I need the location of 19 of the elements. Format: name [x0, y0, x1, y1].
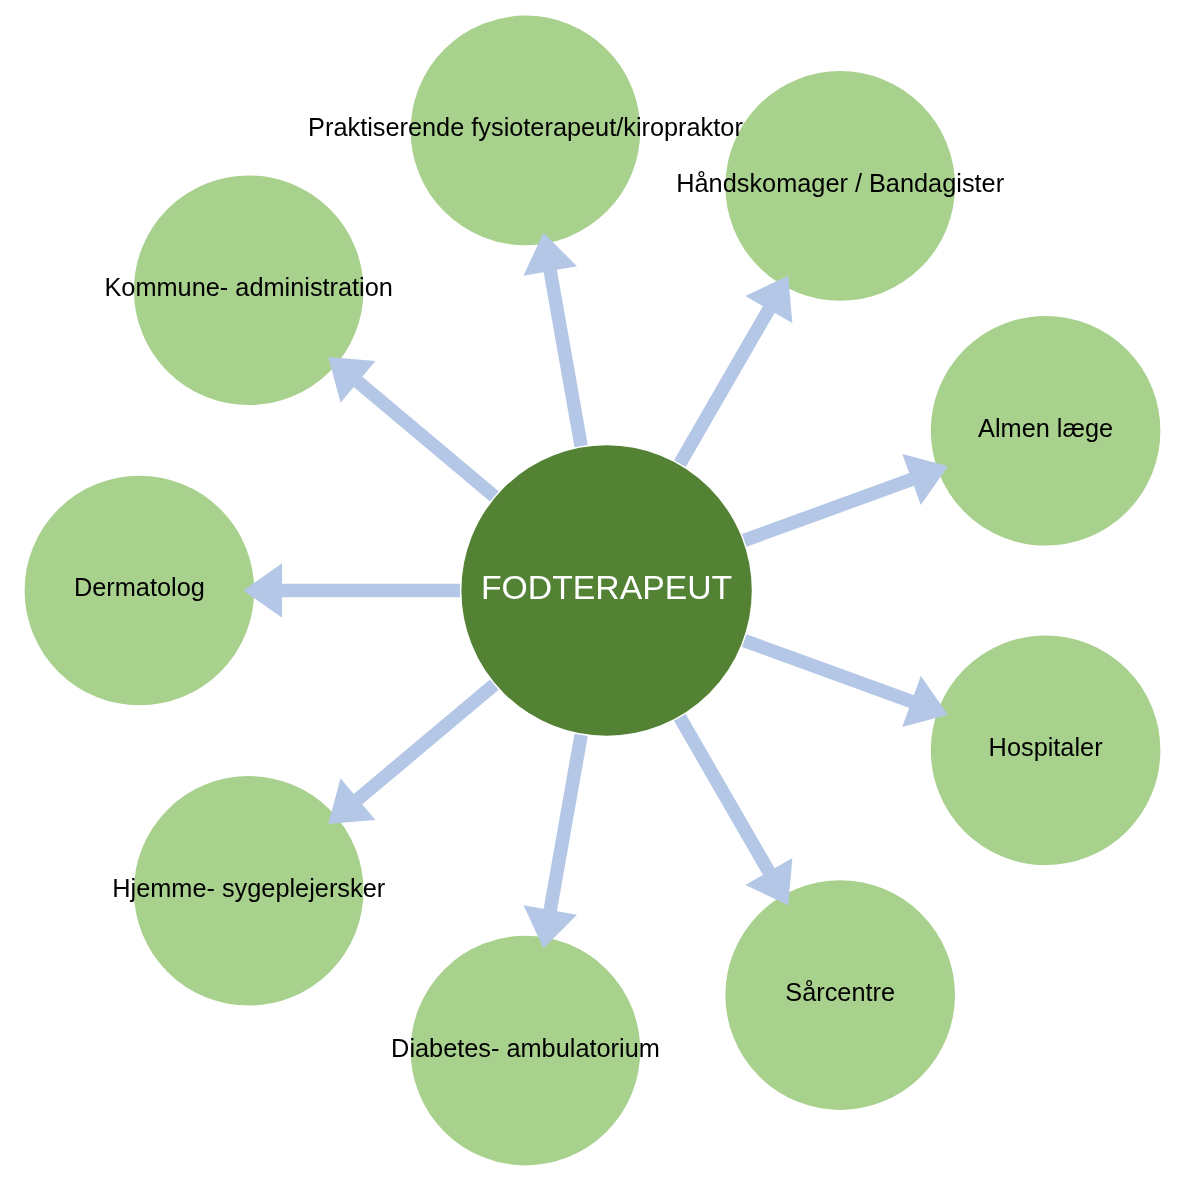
node-label: Praktiserende fysioterapeut/kiropraktor	[307, 113, 743, 142]
node-label: Kommune- administration	[104, 273, 393, 302]
node-circle: FODTERAPEUT	[459, 443, 753, 738]
node-circle: Sårcentre	[723, 878, 957, 1112]
arrow	[741, 454, 948, 547]
arrow	[523, 232, 588, 448]
node-label: Diabetes- ambulatorium	[390, 1033, 660, 1062]
node-circle: Almen læge	[928, 314, 1162, 548]
arrow	[327, 356, 499, 502]
arrow	[673, 714, 792, 906]
node-circle: Dermatolog	[22, 474, 256, 707]
node-label: Håndskomager / Bandagister	[675, 168, 1004, 197]
node-circle: Hospitaler	[928, 633, 1162, 867]
arrow	[327, 679, 499, 825]
arrow	[242, 563, 460, 618]
arrow	[523, 733, 588, 949]
node-label: Hjemme- sygeplejersker	[111, 873, 385, 902]
arrow	[673, 275, 792, 467]
arrow	[741, 634, 948, 727]
